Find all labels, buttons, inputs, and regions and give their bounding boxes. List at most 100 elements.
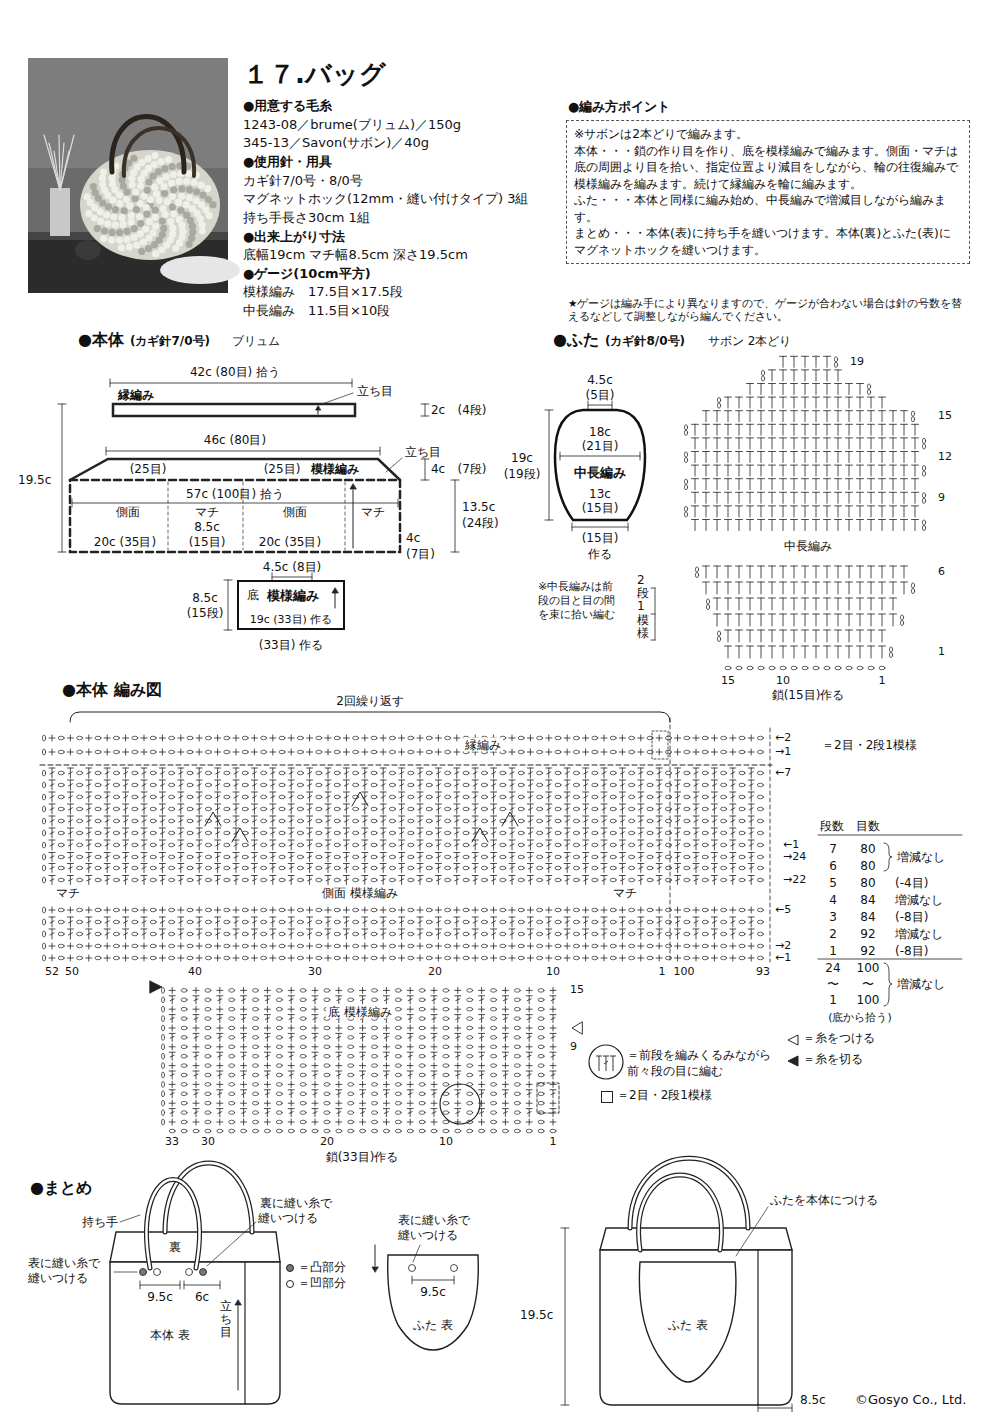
label-box: (7段) — [458, 462, 487, 477]
label-box: 裏に縫い糸で縫いつける — [258, 1196, 338, 1226]
label-text: 19 — [850, 355, 864, 368]
label-text: 本体 表 — [150, 1328, 190, 1342]
label-text: (25目) — [264, 462, 301, 476]
label-text: →1 — [775, 745, 791, 758]
label-box: 〜 — [862, 977, 874, 992]
label-text: ●本体 編み図 — [62, 680, 162, 699]
label-text: ※中長編みは前段の目と目の間を束に拾い編む — [538, 580, 615, 621]
label-box: 増減なし — [897, 850, 945, 865]
label-box: 4c — [406, 531, 420, 546]
label-text: 1 — [659, 965, 666, 978]
label-text: ©Gosyo Co., Ltd. — [855, 1392, 967, 1407]
label-box: 10 — [546, 965, 560, 979]
box-heading: ●編み方ポイント — [568, 98, 970, 116]
label-box: 80 — [860, 876, 875, 891]
label-box: 24 — [825, 961, 840, 976]
label-text: 中長編み — [782, 539, 834, 553]
label-text: 57c (100目) 拾う — [186, 487, 284, 501]
label-box: 中長編み 11.5目×10段 — [243, 303, 390, 319]
label-box: 1 — [879, 674, 886, 688]
label-box: (19段) — [504, 467, 541, 482]
label-box: 19.5c — [520, 1308, 553, 1323]
label-text: 側面 模様編み — [320, 886, 400, 900]
label-text: 模様編み 17.5目×17.5段 — [243, 284, 403, 299]
label-text: 50 — [65, 965, 79, 978]
label-box: 側面 — [116, 505, 140, 520]
label-text: 42c (80目) 拾う — [190, 365, 280, 379]
label-box: ←5 — [775, 903, 791, 917]
label-text: 1 — [879, 674, 886, 687]
label-text: 側面 — [283, 505, 307, 519]
label-text: 持ち手 — [82, 1215, 118, 1229]
label-box: ●使用針・用具 — [243, 154, 332, 170]
label-box: 底幅19cm マチ幅8.5cm 深さ19.5cm — [243, 247, 468, 263]
legend-item: ＝前段を編みくるみながら前々段の目に編む — [627, 1048, 777, 1079]
label-box: (5目) — [586, 388, 615, 403]
label-box: 本体 表 — [150, 1328, 190, 1343]
label-box: 立ち目 — [405, 445, 441, 460]
box-text: ※サボンは2本どりで編みます。 — [574, 126, 962, 143]
label-box: 側面 — [283, 505, 307, 520]
label-text: 1 — [829, 944, 837, 958]
label-box: 42c (80目) 拾う — [190, 365, 280, 380]
label-box: 50 — [65, 965, 79, 979]
line-art — [28, 58, 962, 1412]
label-text: 4c — [431, 462, 445, 476]
label-box: (33目) 作る — [259, 638, 323, 653]
label-text: (カギ針8/0号) — [605, 334, 685, 348]
label-text: 底 模様編み — [326, 1005, 394, 1019]
label-text: 2段1模様 — [637, 573, 649, 640]
label-text: 6c — [195, 1290, 209, 1304]
label-box: ←1 — [775, 951, 791, 965]
label-text: 裏に縫い糸で縫いつける — [258, 1196, 332, 1225]
label-box: 10 — [776, 674, 790, 688]
bottom-box: 底模様編み — [237, 580, 345, 630]
label-box: 40 — [188, 965, 202, 979]
box-text: 模様編み — [267, 587, 319, 605]
label-box: 92 — [860, 944, 875, 959]
label-box: (15目) — [189, 535, 226, 550]
label-text: (15目) — [189, 535, 226, 549]
label-text: 92 — [860, 944, 875, 958]
label-box: ★ゲージは編み手により異なりますので、ゲージが合わない場合は針の号数を替えるなど… — [568, 297, 970, 323]
label-text: 80 — [860, 876, 875, 890]
label-box: 〜 — [827, 977, 839, 992]
label-text: 7 — [829, 842, 837, 856]
label-text: 目数 — [856, 819, 880, 833]
label-box: (-4目) — [895, 876, 928, 891]
label-box: 19c — [511, 451, 533, 466]
label-text: 立ち目 — [220, 1299, 232, 1339]
label-box: ●出来上がり寸法 — [243, 229, 345, 245]
label-box: 1 — [829, 993, 837, 1008]
label-box: ●本体 編み図 — [62, 680, 162, 700]
label-text: 持ち手長さ30cm 1組 — [243, 210, 370, 225]
label-text: ●使用針・用具 — [243, 154, 332, 169]
label-box: 84 — [860, 893, 875, 908]
label-text: サボン 2本どり — [708, 334, 791, 348]
label-box: 4c — [431, 462, 445, 477]
label-text: 13.5c — [462, 500, 495, 514]
label-text: マチ — [54, 886, 82, 900]
label-box: 8.5c — [800, 1393, 826, 1408]
label-box: 作る — [588, 547, 612, 562]
box-text: 底 — [247, 587, 259, 604]
label-box: ふた 表 — [413, 1318, 453, 1333]
label-text: 6 — [938, 565, 945, 578]
label-text: (底から拾う) — [828, 1011, 892, 1024]
label-box: 19 — [850, 355, 864, 369]
legend-item: ＝凹部分 — [298, 1276, 346, 1292]
label-box: 鎖(33目)作る — [326, 1150, 399, 1165]
label-box: 80 — [860, 859, 875, 874]
label-box: ●本体 — [78, 330, 124, 350]
label-box: (15目) — [582, 531, 619, 546]
label-box: 8.5c — [194, 520, 220, 535]
label-text: (15目) — [582, 501, 619, 515]
label-box: 2段1模様 — [637, 574, 649, 640]
label-box: (4段) — [458, 403, 487, 418]
legend-swatch — [286, 1280, 294, 1288]
box-text: 中長編み — [553, 408, 647, 482]
label-text: 2c — [431, 403, 445, 417]
title-box: １７.バッグ — [243, 58, 386, 91]
legend-text: ＝2目・2段1模様 — [617, 1088, 712, 1102]
